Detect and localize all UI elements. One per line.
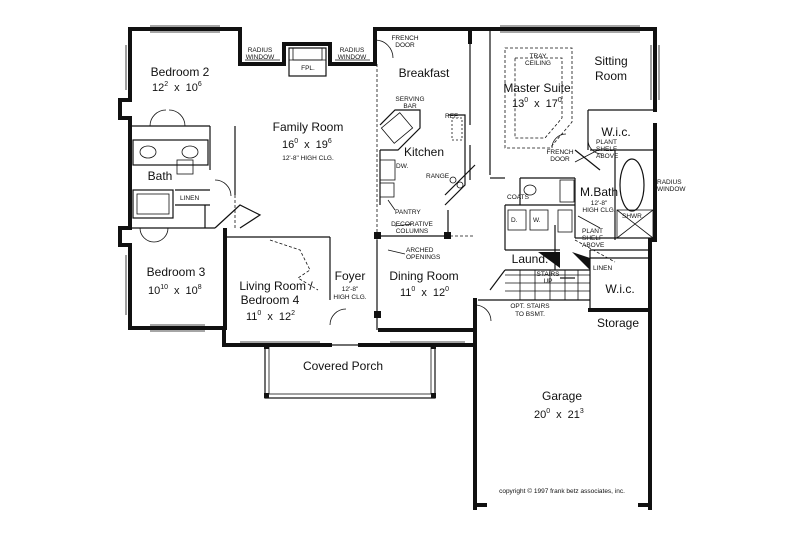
washer-label: W. <box>533 217 541 224</box>
refrigerator-label: REF. <box>445 113 459 120</box>
room-sitting: Sitting Room <box>594 54 627 83</box>
room-name: M.Bath <box>580 185 618 199</box>
room-name: Sitting <box>594 54 627 68</box>
dryer-label: D. <box>511 217 518 224</box>
room-name: Bedroom 3 <box>147 265 206 279</box>
kitchen-counters <box>379 109 466 206</box>
room-wic-2: W.i.c. <box>605 282 634 296</box>
room-name: Garage <box>542 389 582 403</box>
room-name: Dining Room <box>389 269 458 283</box>
room-wic-master: W.i.c. <box>601 125 630 139</box>
room-laundry: Laund. <box>512 252 549 266</box>
copyright-notice: copyright © 1997 frank betz associates, … <box>499 487 625 495</box>
room-name: Living Room / <box>239 279 313 293</box>
room-name-line2: Room <box>595 69 627 83</box>
doors <box>139 39 603 326</box>
room-bath: Bath <box>148 169 173 183</box>
room-breakfast: Breakfast <box>399 66 450 80</box>
room-name-line2: Bedroom 4 <box>241 293 300 307</box>
ceiling-note: 12'-8" HIGH CLG. <box>282 155 334 162</box>
ceiling-note: 12'-8" <box>342 286 359 293</box>
linen-master-label: LINEN <box>593 265 612 272</box>
fireplace <box>288 47 327 77</box>
room-name: Master Suite <box>503 81 571 95</box>
ceiling-note-2: HIGH CLG. <box>333 294 366 301</box>
windows <box>125 25 660 343</box>
room-name: Bedroom 2 <box>151 65 210 79</box>
room-name: Family Room <box>273 120 344 134</box>
decorative-columns <box>374 232 451 318</box>
shower-label: SHWR. <box>622 213 644 220</box>
pantry-label: PANTRY <box>395 209 421 216</box>
linen-bath-label: LINEN <box>180 195 199 202</box>
room-covered-porch: Covered Porch <box>303 359 383 373</box>
range-label: RANGE <box>426 173 450 180</box>
ceiling-note: 12'-8" <box>591 200 608 207</box>
stairs <box>505 252 590 300</box>
dishwasher-label: DW. <box>396 163 408 170</box>
covered-porch <box>264 344 436 399</box>
coats-label: COATS <box>507 194 530 201</box>
ceiling-note-2: HIGH CLG. <box>582 207 615 214</box>
room-mbath: M.Bath 12'-8" HIGH CLG. <box>580 185 618 214</box>
dashed-lines <box>234 195 616 291</box>
room-kitchen: Kitchen <box>404 145 444 159</box>
room-storage: Storage <box>597 316 639 330</box>
bath-fixtures <box>132 139 654 239</box>
room-foyer: Foyer 12'-8" HIGH CLG. <box>333 269 366 301</box>
room-name: Foyer <box>335 269 366 283</box>
fireplace-label: FPL. <box>301 65 315 72</box>
tray-ceiling <box>504 47 573 149</box>
leader-lines <box>387 149 601 255</box>
